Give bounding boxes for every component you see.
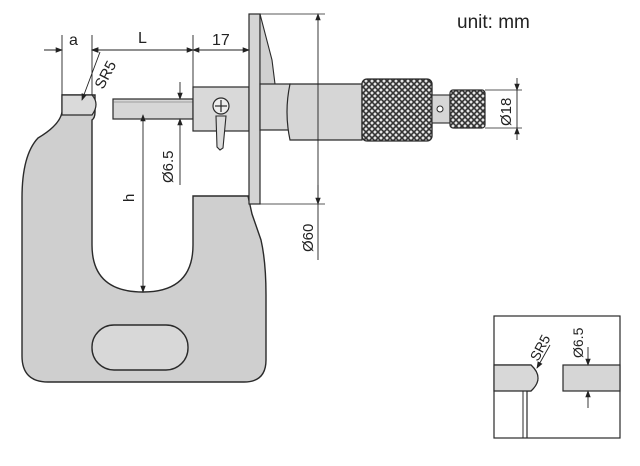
frame-oval: [91, 324, 189, 371]
detail-d65: Ø6.5: [570, 327, 586, 358]
sleeve: [259, 83, 291, 131]
unit-label: unit: mm: [457, 12, 530, 33]
dim-L: L: [138, 30, 147, 47]
detail-inset: [493, 315, 621, 439]
lock-lever: [215, 115, 227, 151]
dim-a: a: [69, 32, 78, 49]
dim-d60: Ø60: [300, 224, 317, 252]
dim-17: 17: [212, 32, 230, 49]
dim-d65: Ø6.5: [160, 150, 177, 183]
knurled-ratchet: [361, 78, 433, 142]
c-frame: [21, 94, 267, 383]
thimble: [286, 83, 363, 141]
dim-h: h: [121, 194, 138, 202]
dial-plate: [248, 13, 261, 205]
ratchet-knob: [449, 89, 486, 129]
anvil: [61, 94, 97, 116]
dim-d18: Ø18: [498, 98, 515, 126]
sr5-leader: [81, 51, 101, 101]
top-dimension-lines: [44, 35, 250, 95]
